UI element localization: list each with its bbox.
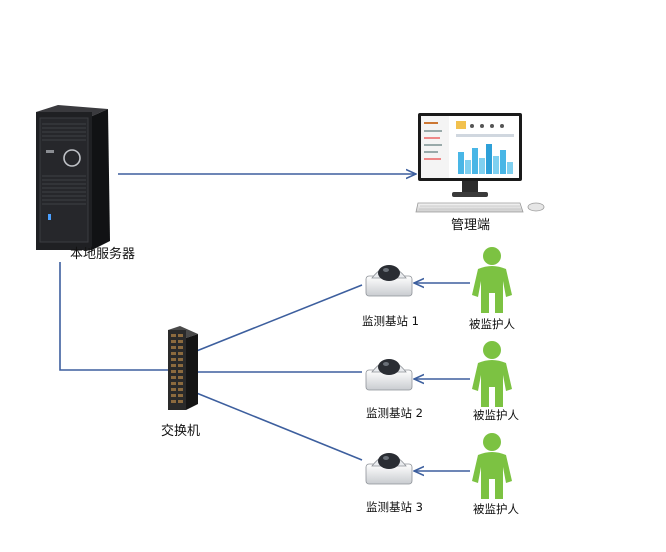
connections bbox=[59, 174, 470, 471]
dome-camera-icon bbox=[365, 265, 413, 297]
person-silhouette-icon bbox=[472, 247, 512, 313]
link-switch-station-3 bbox=[193, 391, 363, 461]
station-3-label: 监测基站 3 bbox=[366, 500, 423, 514]
switch-label: 交换机 bbox=[161, 424, 201, 439]
link-switch-station-1 bbox=[193, 284, 363, 353]
desktop-monitor-icon bbox=[415, 113, 545, 213]
person-silhouette-icon bbox=[472, 341, 512, 407]
person-3-label: 被监护人 bbox=[473, 502, 519, 516]
link-server-switch bbox=[59, 262, 168, 371]
management-label: 管理端 bbox=[451, 218, 491, 233]
person-1-label: 被监护人 bbox=[469, 317, 515, 331]
dome-camera-icon bbox=[365, 453, 413, 485]
person-2-label: 被监护人 bbox=[473, 408, 519, 422]
station-2-label: 监测基站 2 bbox=[366, 406, 423, 420]
network-switch-icon bbox=[168, 326, 198, 410]
station-1-label: 监测基站 1 bbox=[362, 314, 419, 328]
server-label: 本地服务器 bbox=[70, 247, 136, 262]
person-silhouette-icon bbox=[472, 433, 512, 499]
dome-camera-icon bbox=[365, 359, 413, 391]
tower-server-icon bbox=[36, 105, 110, 250]
